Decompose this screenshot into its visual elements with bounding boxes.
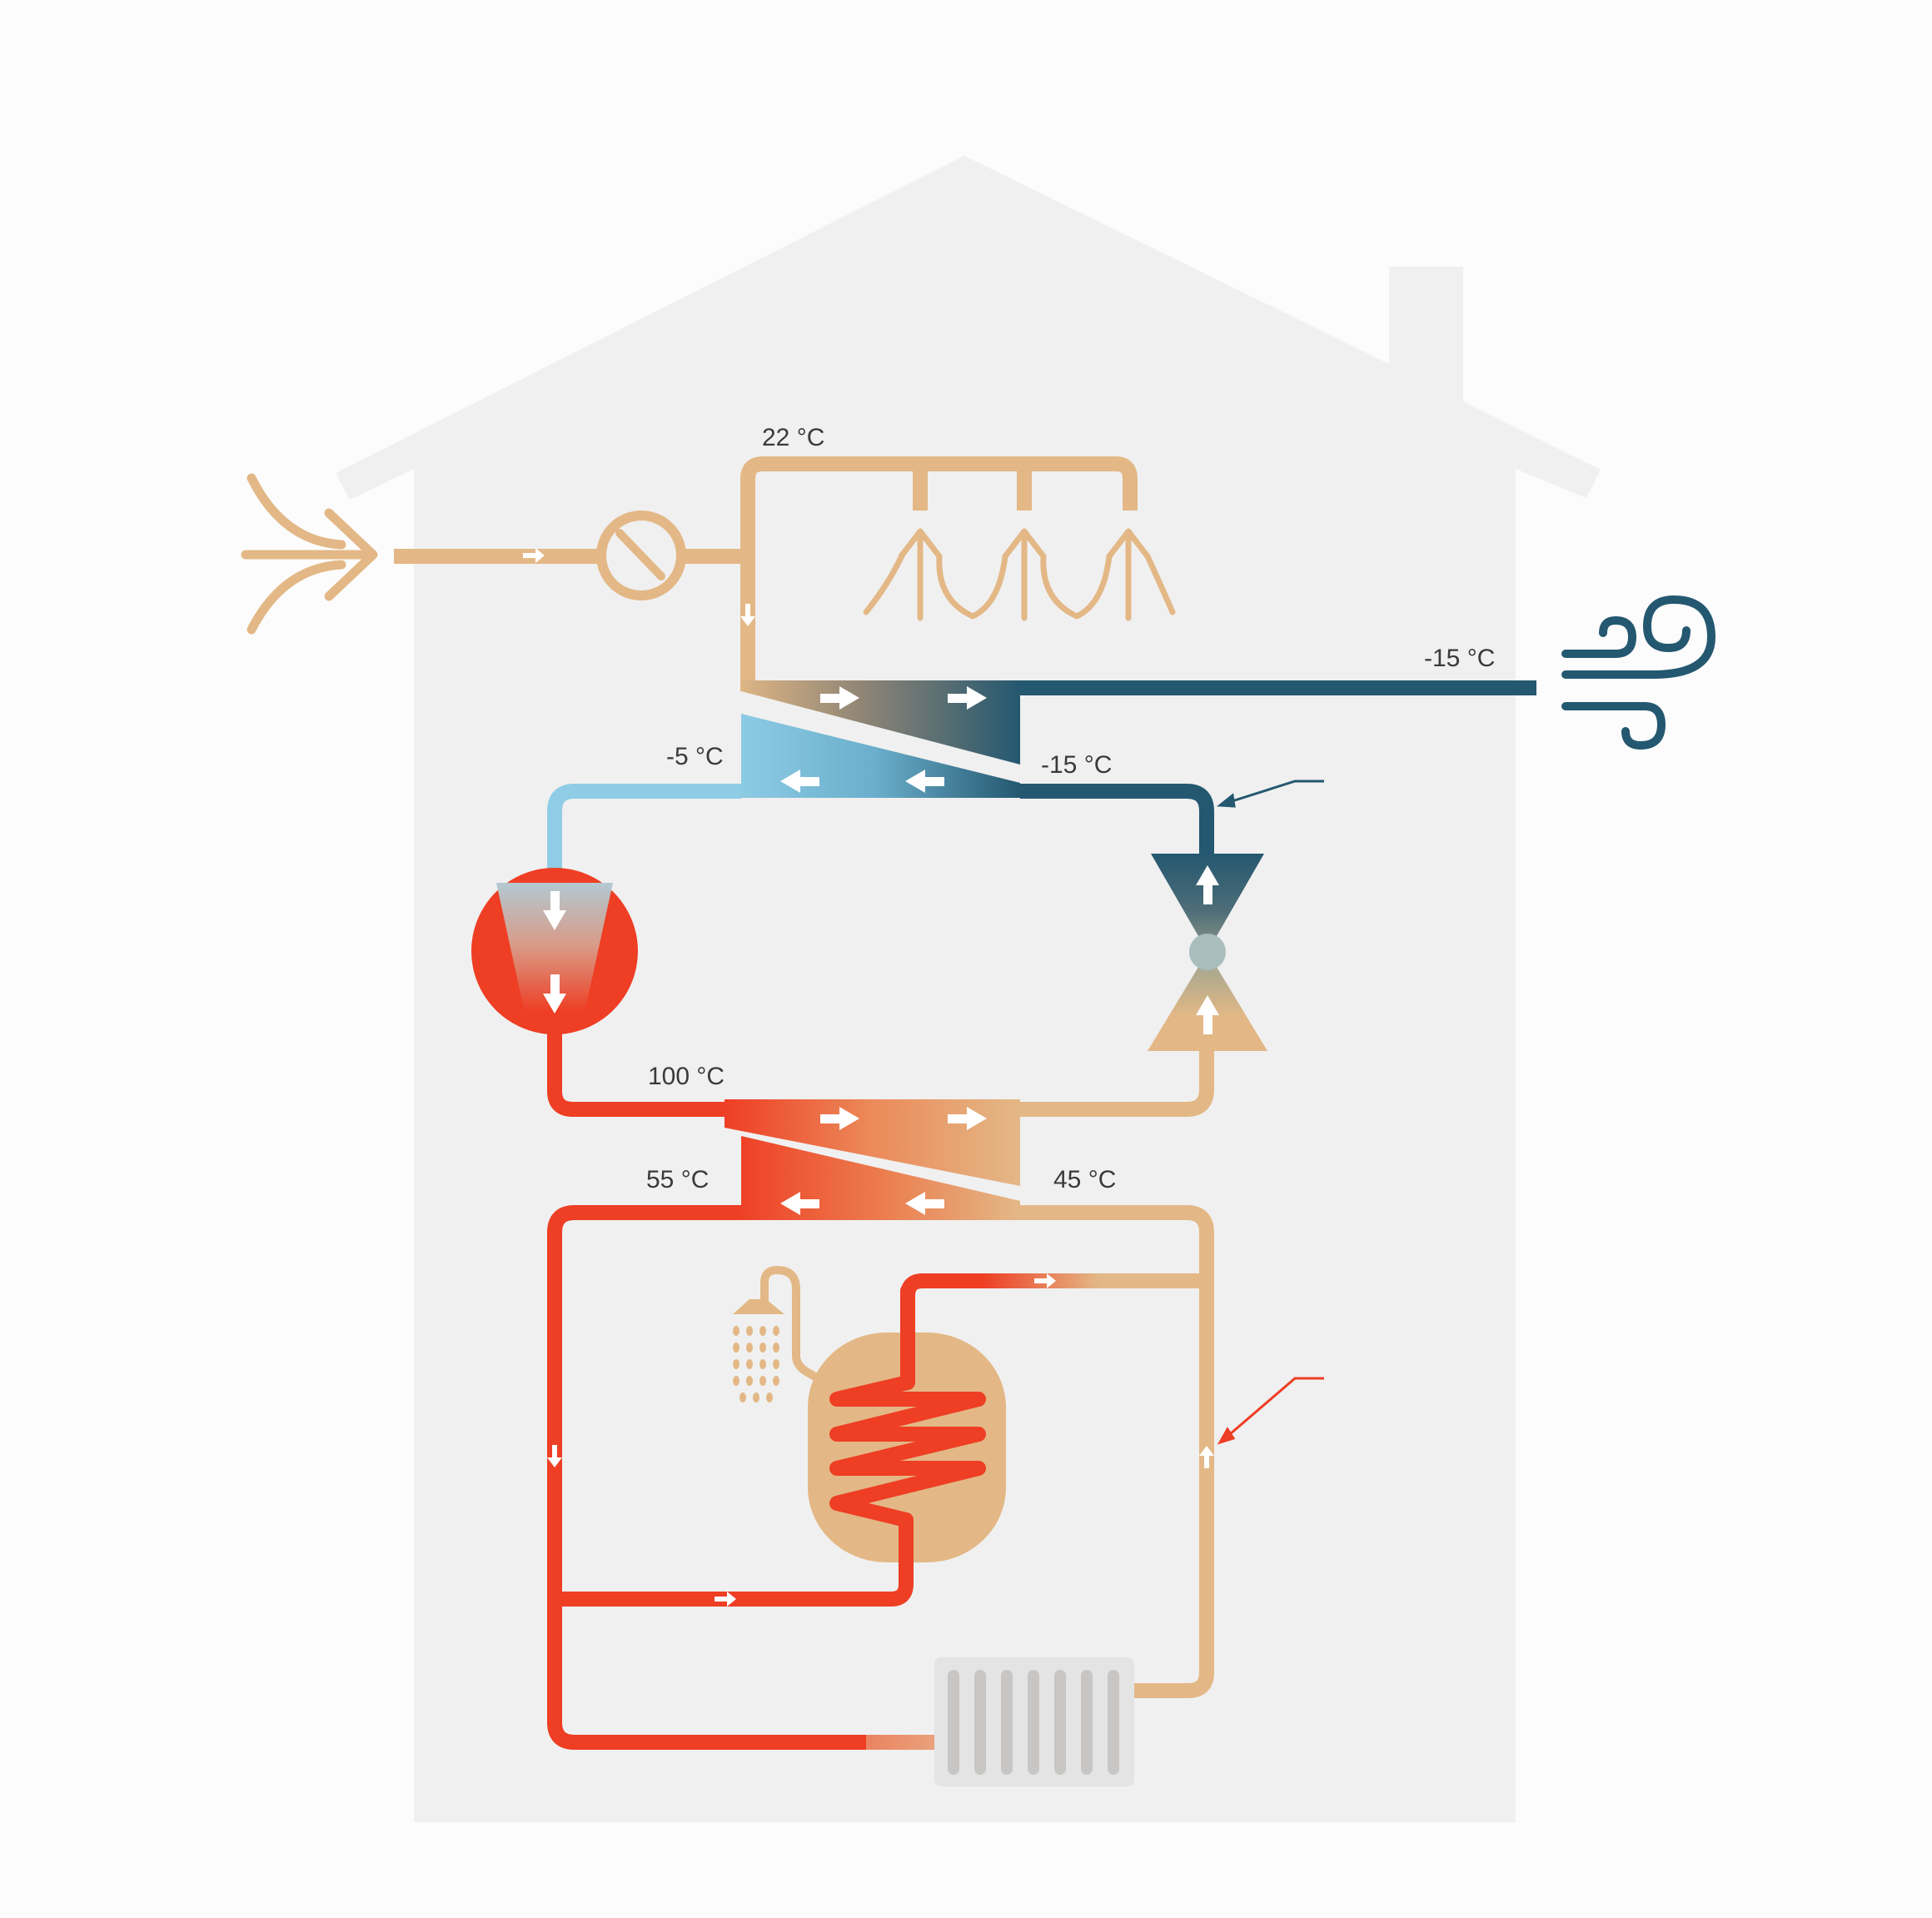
liquid-line-warm [1020, 1051, 1214, 1117]
flow-arrows [523, 548, 1219, 1607]
evaporator [741, 714, 1020, 798]
arrow-down-icon [740, 604, 755, 626]
arrow-down-icon [547, 1445, 562, 1467]
room-supply-duct [740, 456, 1138, 691]
fan-gauge-icon [596, 511, 686, 600]
exhaust-air-temp-label: -15 °C [1424, 645, 1495, 672]
arrow-right-icon [948, 1107, 987, 1130]
pointer-lines [1217, 780, 1324, 1445]
arrow-right-icon [820, 1107, 859, 1130]
indoor-air-temp-label: 22 °C [762, 424, 824, 451]
arrow-down-icon [543, 891, 566, 930]
return-temp-label: 45 °C [1053, 1166, 1116, 1193]
flow-line [547, 1205, 937, 1750]
arrow-right-icon [1034, 1273, 1056, 1288]
condenser [741, 1136, 1020, 1220]
arrow-right-icon [715, 1592, 736, 1607]
arrow-left-icon [905, 1192, 944, 1215]
rising-warm-air-icon [863, 528, 1176, 621]
arrow-up-icon [1199, 1446, 1214, 1468]
liquid-line-cold [1020, 784, 1214, 854]
air-inlet-arrow-icon [241, 473, 378, 635]
water-tank-icon [808, 1283, 1006, 1573]
discharge-line [547, 1029, 733, 1117]
arrow-right-icon [820, 686, 859, 710]
flow-temp-label: 55 °C [646, 1166, 709, 1193]
arrow-left-icon [905, 770, 944, 793]
arrow-up-icon [1196, 995, 1219, 1034]
arrow-left-icon [780, 1192, 819, 1215]
shower-icon [733, 1265, 837, 1402]
radiator-icon [934, 1657, 1134, 1786]
arrow-down-icon [543, 974, 566, 1014]
air-loop [394, 456, 1536, 695]
arrow-up-icon [1196, 865, 1219, 904]
temperature-labels: 22 °C -15 °C -5 °C -15 °C 100 °C 55 °C 4… [646, 424, 1495, 1193]
compressor-icon [471, 868, 638, 1034]
wind-icon [1561, 595, 1716, 750]
evaporator-out-temp-label: -5 °C [666, 743, 724, 770]
arrow-right-icon [523, 548, 545, 563]
compressor-out-temp-label: 100 °C [648, 1063, 724, 1090]
desuperheater [724, 1099, 1020, 1186]
evaporator-in-temp-label: -15 °C [1041, 751, 1112, 779]
suction-line [547, 784, 741, 870]
arrow-left-icon [780, 770, 819, 793]
tank-feed-line [555, 1549, 914, 1607]
arrow-right-icon [948, 686, 987, 710]
